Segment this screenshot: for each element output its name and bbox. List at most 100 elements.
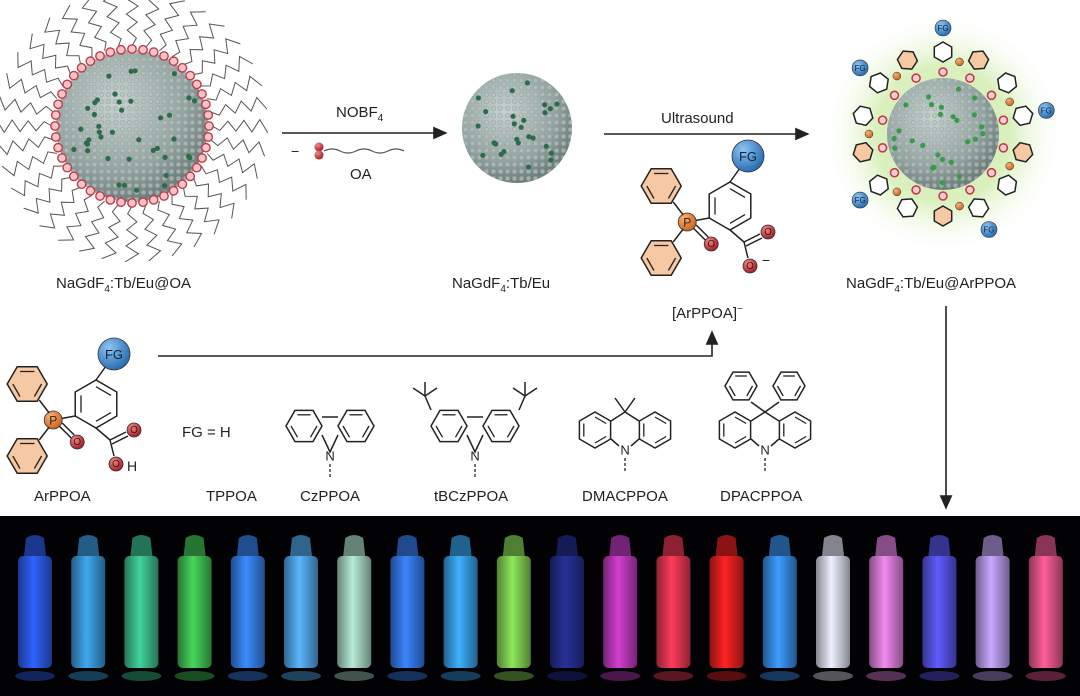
benzene-ring (337, 409, 375, 443)
ligand-ring (896, 50, 919, 70)
oa-head (68, 171, 79, 182)
nitrogen-atom: N (470, 449, 479, 464)
ligand-ring (1012, 105, 1034, 127)
dopant-ion (515, 140, 521, 146)
label-np-oa: NaGdF4:Tb/Eu@OA (56, 275, 192, 295)
oa-chain (124, 205, 140, 263)
dopant-ion (187, 155, 193, 161)
cz-structure: N (285, 409, 375, 478)
benzene-ring (638, 411, 672, 449)
oa-head (95, 51, 105, 61)
vial (919, 535, 960, 681)
vial-body (1028, 556, 1063, 668)
ligand-ring (996, 72, 1018, 94)
dopant-ion (85, 148, 91, 154)
vial-cap (449, 535, 472, 556)
oa-chain (17, 52, 64, 87)
label-ultrasound: Ultrasound (661, 110, 734, 127)
oa-head (76, 62, 87, 73)
fg-ball (731, 139, 765, 173)
dopant-ion (954, 117, 960, 123)
vial (759, 535, 800, 681)
dopant-ion (150, 147, 156, 153)
vial-body (177, 556, 212, 668)
vial-body (816, 556, 850, 668)
oa-chain (101, 204, 121, 260)
vial-body (550, 556, 584, 668)
svg-text:FG: FG (105, 347, 123, 362)
oa-head (185, 70, 196, 81)
vial-reflection (334, 671, 375, 681)
oa-head (138, 44, 148, 55)
dopant-ion (939, 180, 946, 186)
vial (653, 535, 694, 681)
vial-cap (875, 535, 898, 556)
oa-chain (79, 200, 105, 252)
oa-head (127, 198, 137, 208)
dopant-ion (955, 86, 962, 92)
phosphorus-atom (955, 201, 964, 211)
phosphorus-atom (892, 187, 902, 197)
oa-chain (159, 0, 185, 52)
label-tbczppoa: tBCzPPOA (434, 488, 509, 505)
oa-chain (10, 165, 63, 197)
oa-head (200, 142, 211, 153)
oxygen-atom (703, 236, 719, 252)
vial (1025, 535, 1066, 681)
vial-cap (609, 535, 632, 556)
vial (227, 535, 268, 681)
dopant-ion (498, 151, 504, 157)
phosphorus-atom (43, 410, 63, 430)
fg-ball (1038, 102, 1055, 119)
vial (493, 535, 534, 681)
vial-reflection (68, 671, 109, 681)
dopant-ion (521, 117, 527, 123)
fg-ball (97, 337, 131, 371)
carboxylate-o (938, 191, 948, 201)
oa-head (85, 185, 96, 196)
oa-head (62, 79, 73, 90)
oxygen-atom (126, 422, 142, 438)
oa-head (76, 179, 87, 190)
oa-head (57, 153, 67, 163)
ligand-ring (967, 198, 990, 218)
oa-chain (171, 11, 206, 58)
oa-head (177, 62, 188, 73)
oa-chain (206, 153, 258, 179)
dopant-ion (509, 88, 515, 94)
oa-head (197, 153, 207, 163)
vial-reflection (440, 671, 481, 681)
dopant-ion (78, 126, 84, 132)
oa-chain (210, 96, 268, 116)
vial-reflection (121, 671, 162, 681)
oa-chain (0, 95, 54, 115)
phosphorus-atom (677, 212, 697, 232)
svg-text:FG: FG (855, 64, 866, 73)
vial-cap (662, 535, 685, 556)
label-arppoa: ArPPOA (34, 488, 91, 505)
phosphorus-atom (1005, 97, 1014, 107)
vial-body (656, 556, 691, 668)
vial-reflection (1025, 671, 1066, 681)
vial-cap (822, 535, 844, 556)
ligand-ring (933, 41, 953, 63)
dopant-ion (931, 164, 937, 170)
dopant-ion (134, 187, 140, 193)
dopant-ion (526, 134, 532, 140)
svg-text:O: O (130, 425, 138, 436)
vial (334, 535, 375, 681)
vial-reflection (866, 671, 907, 681)
oa-head (168, 185, 179, 196)
dopant-ion (896, 128, 902, 134)
vial-reflection (813, 671, 853, 681)
vial (600, 535, 641, 681)
nitrogen-atom: N (325, 449, 334, 464)
svg-text:FG: FG (739, 149, 757, 164)
dopant-ion (956, 173, 962, 180)
benzene-ring (285, 409, 323, 443)
dopant-ion (979, 124, 985, 130)
dopant-ion (937, 111, 944, 117)
